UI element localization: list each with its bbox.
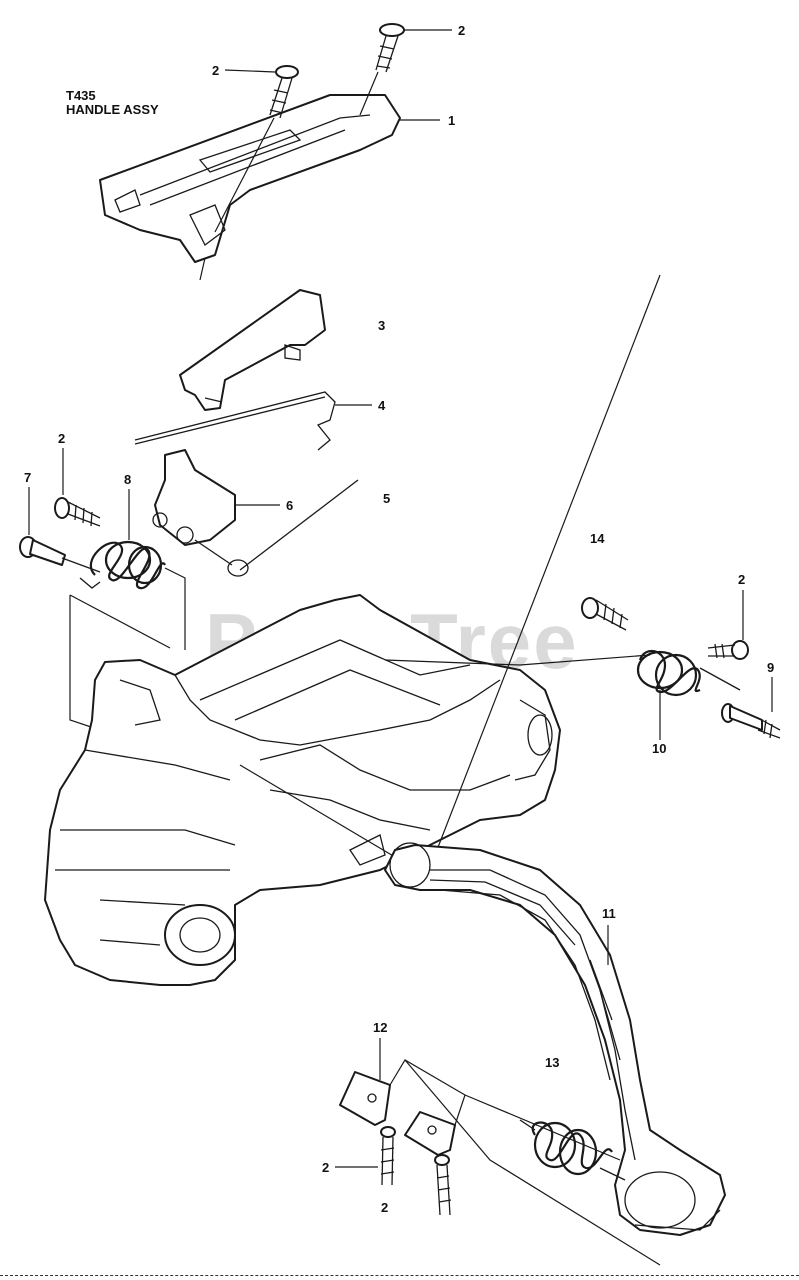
part-13-spring (519, 1119, 626, 1181)
part-3-throttle-trigger (179, 289, 326, 411)
screw-right-lower (707, 640, 749, 660)
callout-13: 13 (545, 1055, 559, 1070)
screw-left (54, 497, 101, 527)
part-11-front-handle (384, 842, 726, 1236)
screw-bottom-left (380, 1126, 396, 1186)
diagram-title-assembly: HANDLE ASSY (66, 102, 159, 117)
callout-1: 1 (448, 113, 455, 128)
callout-2-left: 2 (58, 431, 65, 446)
callout-2-bottom: 2 (381, 1200, 388, 1215)
diagram-title-model: T435 (66, 88, 96, 103)
part-7-pin (19, 536, 101, 573)
part-5-wire-spring (194, 479, 359, 577)
leader-11-axis (239, 764, 401, 861)
part-10-spring (636, 649, 741, 697)
callout-12: 12 (373, 1020, 387, 1035)
callout-7: 7 (24, 470, 31, 485)
part-12-clamps (339, 1059, 661, 1266)
leader-14 (434, 274, 661, 856)
callouts: 2 2 1 3 4 2 7 8 6 5 14 2 9 10 11 12 13 2 (24, 23, 774, 1215)
chassis-body (44, 594, 561, 986)
part-1-top-handle (99, 94, 401, 281)
callout-2-bottom-left: 2 (322, 1160, 329, 1175)
screw-right-upper (581, 597, 629, 631)
callout-9: 9 (767, 660, 774, 675)
part-8-spring (79, 540, 166, 590)
screw-bottom-right (434, 1154, 452, 1216)
part-4-throttle-rod (134, 391, 336, 451)
leader-2-right-axis (384, 659, 521, 666)
callout-4: 4 (378, 398, 386, 413)
callout-14: 14 (590, 531, 605, 546)
callout-2-right: 2 (738, 572, 745, 587)
part-6-throttle-lockout (152, 449, 236, 546)
callout-2-top-right: 2 (458, 23, 465, 38)
screw-top-left (214, 65, 299, 233)
callout-8: 8 (124, 472, 131, 487)
callout-11: 11 (602, 906, 616, 921)
callout-5: 5 (383, 491, 390, 506)
callout-2-top-left: 2 (212, 63, 219, 78)
callout-6: 6 (286, 498, 293, 513)
page-bottom-edge (0, 1275, 799, 1280)
part-9-pin (721, 703, 781, 739)
callout-10: 10 (652, 741, 666, 756)
leader-right-assembly (519, 654, 651, 666)
callout-3: 3 (378, 318, 385, 333)
